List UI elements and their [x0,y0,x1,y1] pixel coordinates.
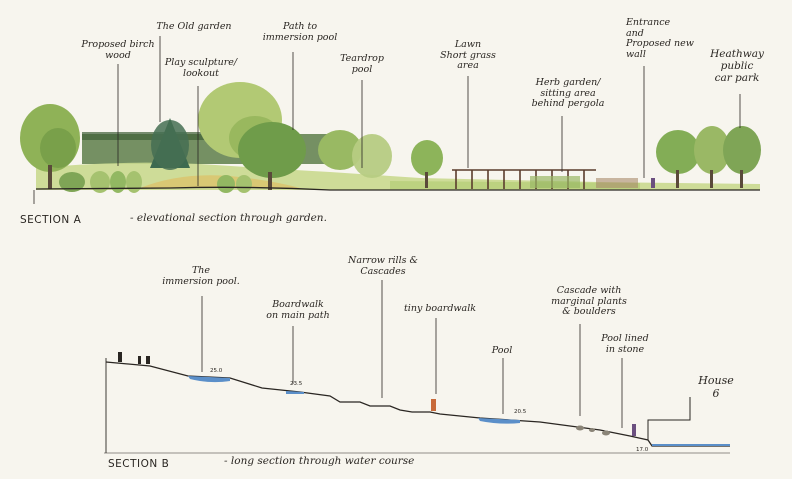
figure-cascade [632,424,636,436]
cascade-boulders [576,425,610,436]
level-20-5: 20.5 [514,409,527,415]
shrub-3 [110,171,126,193]
section-a-title: SECTION A [20,214,82,226]
level-17-0: 17.0 [636,447,649,453]
label-house-6: House 6 [698,374,734,400]
label-play-sculpture: Play sculpture/ lookout [164,57,238,79]
section-a-ground-line [35,186,760,191]
tree-lawn [411,140,443,176]
section-a-artwork [20,36,761,204]
shrub-5 [217,175,235,193]
figure-tiny-boardwalk [431,399,436,411]
shrub-2 [90,171,110,193]
tree-carpark-2 [694,126,730,174]
pergola-planting [530,176,580,188]
section-b-figures-top [118,352,150,364]
shrub-1 [59,172,85,192]
house-6-outline [647,397,691,440]
tree-carpark-trunk-2 [710,170,713,188]
tree-lawn-trunk [425,172,428,188]
label-heathway-car-park: Heathway public car park [710,48,764,84]
tree-mid-dark [238,122,306,178]
level-25-0: 25.0 [210,368,223,374]
label-pool-lined-stone: Pool lined in stone [601,333,649,355]
label-boardwalk-main-path: Boardwalk on main path [266,299,330,321]
section-b-artwork: 25.0 23.5 20.5 17.0 [104,280,730,454]
tree-left-trunk [48,165,52,189]
car-park-figure [651,178,655,188]
tree-carpark-trunk-3 [740,170,743,188]
section-b-leaders [201,280,623,428]
label-pool: Pool [491,345,513,356]
section-b-ground-line [105,361,730,447]
shrub-6 [236,175,252,193]
label-entrance-wall: Entrance and Proposed new wall [626,17,694,60]
label-proposed-birch-wood: Proposed birch wood [81,39,155,61]
label-old-garden: The Old garden [156,21,232,32]
shrub-4 [126,171,142,193]
label-path-to-immersion-pool: Path to immersion pool [262,21,338,43]
tree-cluster-teardrop [318,130,362,170]
section-a-caption: - elevational section through garden. [130,212,327,224]
label-tiny-boardwalk: tiny boardwalk [403,303,477,314]
water-boardwalk [286,391,304,394]
section-b-title: SECTION B [108,458,170,470]
tree-left-large-shade [40,128,76,168]
tree-carpark-3 [723,126,761,174]
section-a-leaders [117,36,741,186]
tree-mid-trunk [268,172,272,190]
entrance-wall [596,178,638,188]
section-b-levels: 25.0 23.5 20.5 17.0 [210,368,649,453]
label-narrow-rills: Narrow rills & Cascades [348,255,418,277]
conifer-tree-body [151,120,189,170]
label-cascade: Cascade with marginal plants & boulders [551,285,627,317]
level-23-5: 23.5 [290,381,303,387]
label-immersion-pool: The immersion pool. [162,265,240,287]
water-stone-pool [652,444,730,446]
label-herb-garden: Herb garden/ sitting area behind pergola [531,77,605,109]
section-b-caption: - long section through water course [224,455,415,467]
water-pool [478,418,520,424]
water-immersion-pool [188,376,230,383]
tree-cluster-teardrop-2 [352,134,392,178]
tree-carpark-1 [656,130,700,174]
label-teardrop-pool: Teardrop pool [340,53,384,75]
label-lawn: Lawn Short grass area [440,39,496,71]
tree-carpark-trunk-1 [676,170,679,188]
